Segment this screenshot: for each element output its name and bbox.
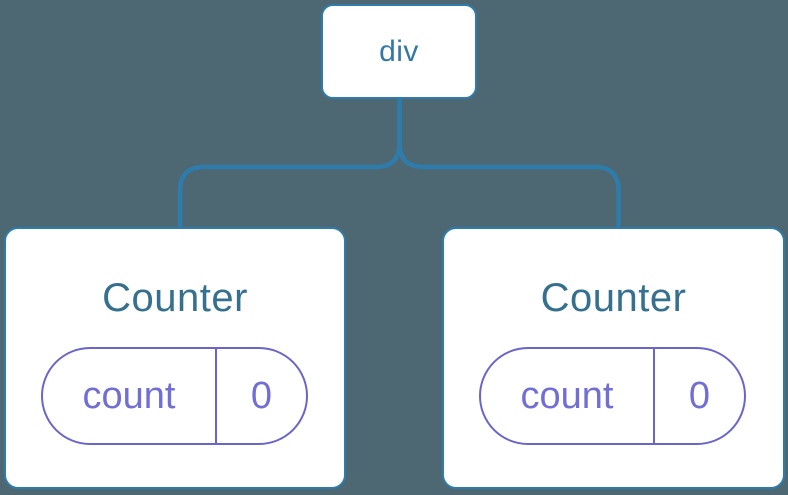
- counter-card-left: Counter count 0: [4, 227, 346, 489]
- connector-right-branch: [397, 98, 621, 229]
- state-key-label: count: [82, 374, 176, 417]
- state-value-label: 0: [688, 374, 711, 417]
- state-pill-divider: [215, 349, 217, 443]
- root-node-label: div: [379, 34, 419, 68]
- state-key-label: count: [520, 374, 614, 417]
- state-pill: count 0: [41, 347, 308, 445]
- counter-title: Counter: [102, 276, 248, 320]
- connector-left-branch: [177, 98, 402, 229]
- state-value-cell: 0: [655, 349, 744, 443]
- state-pill-divider: [653, 349, 655, 443]
- state-pill: count 0: [479, 347, 746, 445]
- state-key-cell: count: [481, 349, 653, 443]
- counter-card-right: Counter count 0: [442, 227, 785, 489]
- state-key-cell: count: [43, 349, 215, 443]
- state-value-label: 0: [250, 374, 273, 417]
- counter-title: Counter: [540, 276, 687, 320]
- root-node-div: div: [321, 4, 477, 99]
- state-value-cell: 0: [217, 349, 306, 443]
